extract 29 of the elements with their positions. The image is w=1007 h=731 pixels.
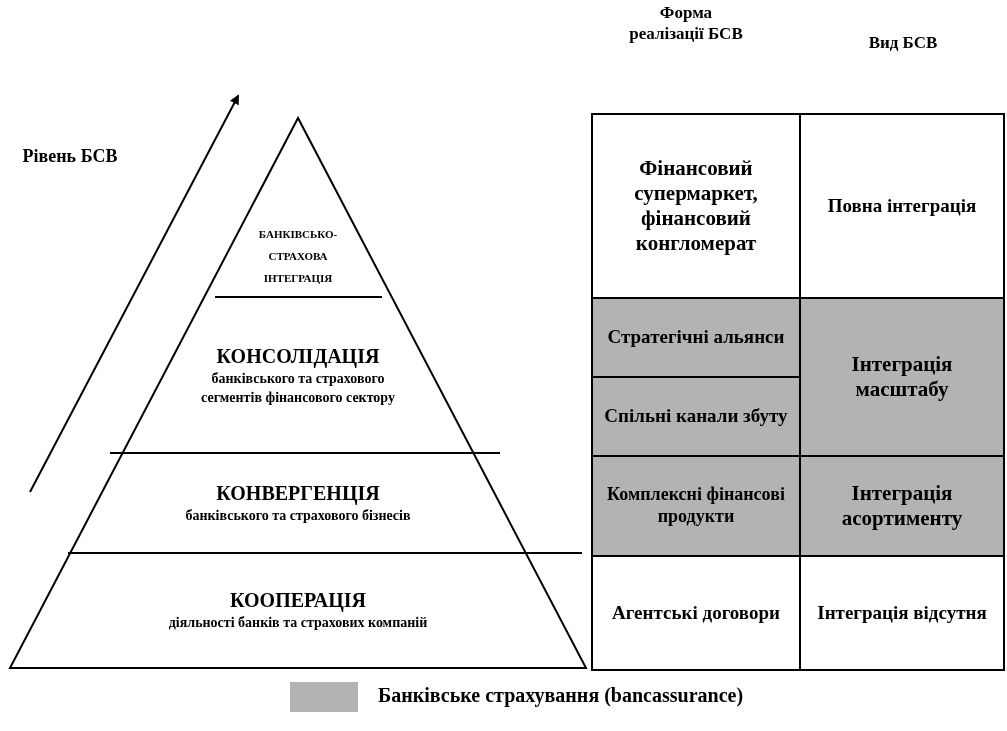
level-title: КОНВЕРГЕНЦІЯ	[216, 480, 380, 507]
table-cell	[799, 113, 1005, 299]
cell-text: Фінансовий супермаркет, фінансовий конгломерат	[633, 155, 759, 257]
level-title: БАНКІВСЬКО-СТРАХОВА ІНТЕГРАЦІЯ	[257, 227, 339, 286]
cell-text: Інтеграція масштабу	[850, 351, 954, 403]
cell-text: Стратегічні альянси	[607, 326, 785, 349]
table-cell	[591, 297, 801, 378]
cell-text: Спільні канали збуту	[604, 405, 788, 428]
cell-text: Комплексні фінансові продукти	[606, 484, 786, 528]
table-cell	[591, 376, 801, 457]
level-label: Рівень БСВ	[21, 145, 119, 168]
level-description: банківського та страхового бізнесів	[185, 506, 411, 525]
table-cell	[799, 455, 1005, 557]
table-cell	[591, 113, 801, 299]
column-header: Форма реалізації БСВ	[628, 2, 744, 45]
cell-text: Інтеграція відсутня	[817, 601, 987, 625]
table-cell	[591, 555, 801, 671]
level-title: КОНСОЛІДАЦІЯ	[216, 343, 380, 370]
cell-text: Повна інтеграція	[827, 194, 977, 218]
table-cell	[591, 455, 801, 557]
level-description: діяльності банків та страхових компаній	[168, 614, 428, 633]
table-cell	[799, 297, 1005, 457]
column-header: Вид БСВ	[867, 32, 939, 54]
table-cell	[799, 555, 1005, 671]
cell-text: Агентські договори	[612, 601, 780, 625]
legend-text: Банківське страхування (bancassurance)	[378, 684, 744, 707]
level-title: КООПЕРАЦІЯ	[230, 588, 366, 614]
cell-text: Інтеграція асортименту	[840, 480, 964, 532]
level-description: банківського та страхового сегментів фінансового сектору	[200, 369, 396, 407]
